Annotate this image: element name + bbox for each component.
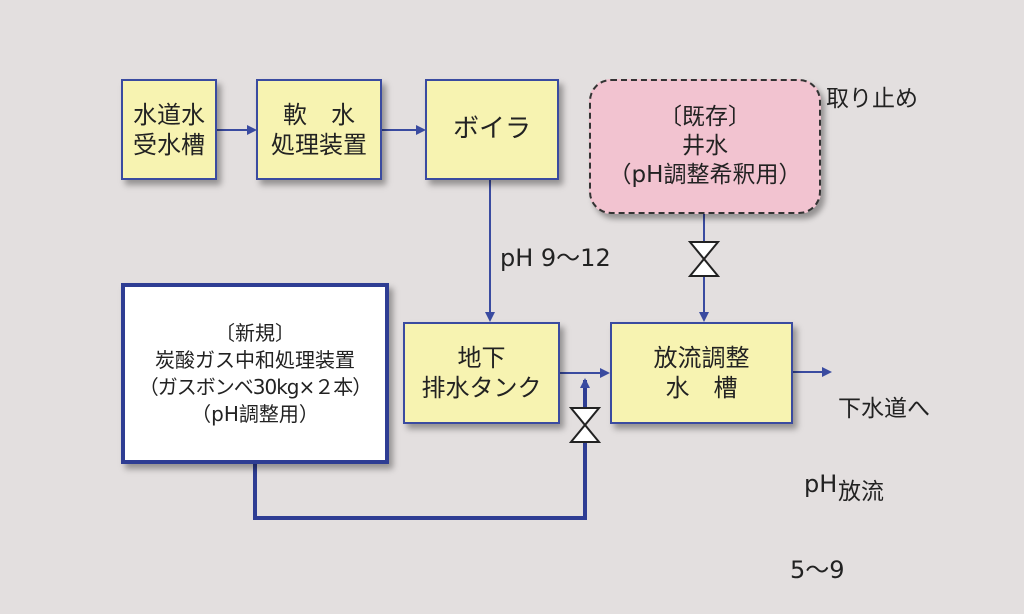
connector-layer xyxy=(216,125,832,520)
node-line: 〔新規〕 xyxy=(215,320,295,345)
node-line: ボイラ xyxy=(452,114,531,145)
label-line: 5～9 xyxy=(790,555,845,584)
node-line: 軟 水 xyxy=(283,100,355,129)
node-line: 処理装置 xyxy=(271,130,367,159)
valve-icon-well xyxy=(687,241,721,277)
pipe-co2 xyxy=(253,442,587,520)
label-boiler-ph: pH 9～12 xyxy=(500,244,611,272)
valve-icon-co2 xyxy=(568,407,602,443)
node-line: 放流調整 xyxy=(653,344,750,372)
node-line: 受水槽 xyxy=(133,130,205,159)
node-line: 井水 xyxy=(682,133,728,160)
node-co2-neutralizer: 〔新規〕 炭酸ガス中和処理装置 （ガスボンベ30kg×２本） （pH調整用） xyxy=(121,283,389,464)
node-line: （pH調整用） xyxy=(191,401,319,426)
node-well-water: 〔既存〕 井水 （pH調整希釈用） xyxy=(589,79,821,214)
label-line: pH xyxy=(804,469,838,498)
label-well-discontinued: 取り止め xyxy=(826,86,918,112)
node-tap-water-tank: 水道水 受水槽 xyxy=(121,79,217,180)
node-line: （ガスボンベ30kg×２本） xyxy=(138,374,372,399)
label-discharge-ph: pH 5～9 xyxy=(790,412,845,614)
node-line: 地下 xyxy=(457,344,506,372)
node-underground-drain-tank: 地下 排水タンク xyxy=(403,322,560,424)
label-line: 下水道へ xyxy=(838,396,930,423)
node-line: 排水タンク xyxy=(421,374,542,402)
node-boiler: ボイラ xyxy=(425,79,559,180)
node-line: （pH調整希釈用） xyxy=(608,161,802,188)
label-sewer-discharge: 下水道へ 放流 xyxy=(838,341,930,534)
node-water-softener: 軟 水 処理装置 xyxy=(256,79,382,180)
label-line: 放流 xyxy=(838,478,884,505)
node-discharge-adjust-tank: 放流調整 水 槽 xyxy=(610,322,793,424)
node-line: 水 槽 xyxy=(665,374,738,402)
node-line: 炭酸ガス中和処理装置 xyxy=(155,347,355,372)
node-line: 〔既存〕 xyxy=(659,104,751,131)
node-line: 水道水 xyxy=(133,100,205,129)
